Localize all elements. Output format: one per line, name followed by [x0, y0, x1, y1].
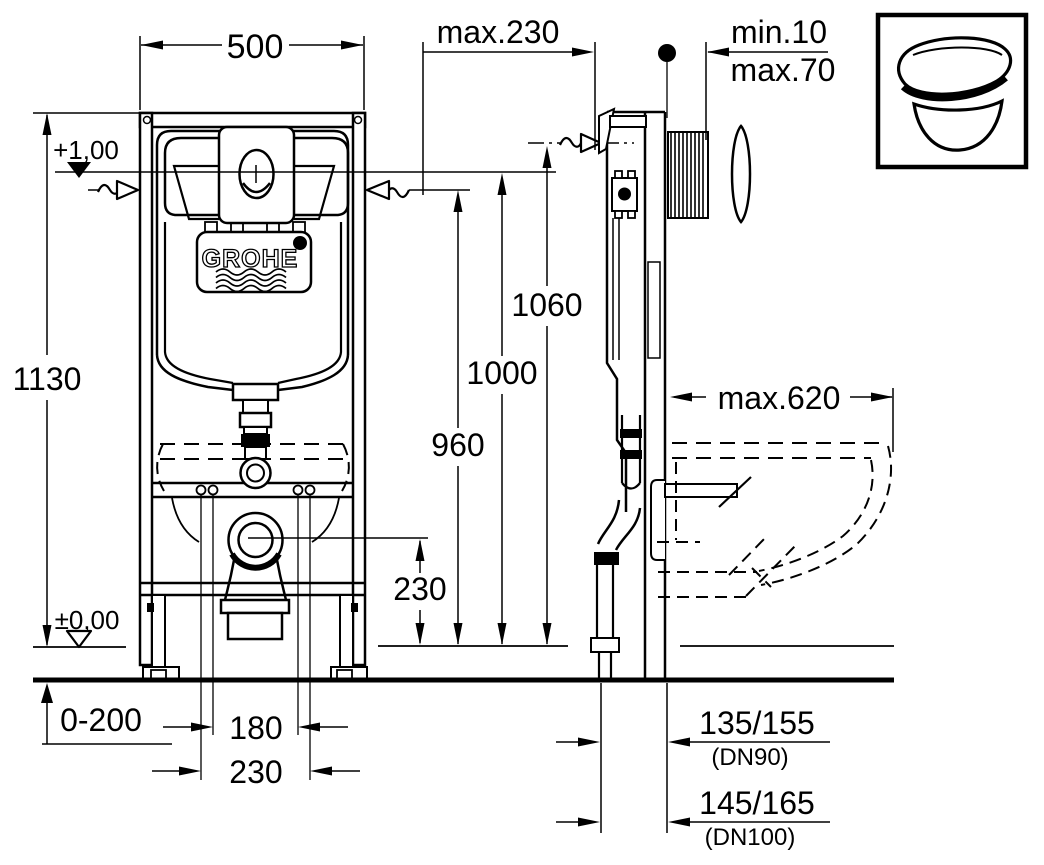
level-plus-100: +1,00	[53, 135, 119, 165]
flush-plate	[217, 125, 296, 225]
bowl-bracket	[650, 479, 665, 561]
dim-foot-adjust: 0-200	[60, 702, 142, 738]
frame-outline	[138, 111, 367, 667]
toilet-bowl-icon	[912, 98, 1004, 152]
fill-valve-box	[611, 170, 638, 219]
dim-outlet-height: 230	[393, 571, 446, 607]
break-wave-icon	[96, 183, 121, 195]
floor-lines	[33, 645, 894, 683]
fixing-studs	[195, 484, 316, 780]
dim-dn100-label: (DN100)	[705, 824, 796, 851]
dim-front-width: 500	[227, 28, 284, 66]
wall-reference-dot-icon	[658, 44, 676, 62]
dim-frame-height: 1130	[13, 361, 82, 397]
toilet-lid-icon	[897, 36, 1013, 96]
break-arrow-icon	[115, 179, 140, 201]
dim-180: 180	[229, 710, 282, 746]
side-flush-pipe	[590, 415, 642, 680]
wall-sleeve	[667, 131, 709, 219]
toilet-pictogram	[875, 12, 1029, 170]
flush-button-icon	[238, 148, 275, 200]
dim-230-bottom: 230	[229, 754, 282, 790]
hidden-bowl-outline	[156, 443, 350, 543]
actuation-plate-profile	[730, 124, 752, 224]
dim-1060: 1060	[511, 287, 582, 323]
frame-rail	[607, 110, 667, 680]
dim-max-230: max.230	[437, 14, 560, 50]
dim-1000: 1000	[466, 355, 537, 391]
break-arrow-icon	[579, 132, 603, 154]
mounting-hole-icon	[142, 115, 152, 125]
dim-960: 960	[431, 427, 484, 463]
break-wave-icon	[558, 136, 583, 148]
side-view	[528, 44, 892, 680]
dimensions: 500 1130 +1,00 ±0,00 1060 1000 960 230	[13, 14, 894, 851]
flush-pipe	[219, 382, 291, 641]
dim-dn90-label: (DN90)	[711, 744, 788, 771]
level-mark-icon	[65, 629, 93, 649]
mounting-hole-icon	[353, 115, 363, 125]
dim-min-10: min.10	[731, 14, 827, 50]
brand-logo: GROHE	[195, 230, 313, 294]
front-view: GROHE	[33, 111, 556, 780]
registered-mark-icon	[293, 236, 307, 250]
dim-dn90-offset: 135/155	[699, 705, 815, 741]
level-mark-icon	[67, 162, 91, 178]
dim-max-620: max.620	[718, 380, 841, 416]
hidden-bowl-side	[657, 442, 892, 598]
break-wave-icon	[386, 187, 411, 199]
break-arrow-icon	[365, 179, 391, 201]
dim-dn100-offset: 145/165	[699, 785, 815, 821]
dim-max-70: max.70	[731, 52, 836, 88]
